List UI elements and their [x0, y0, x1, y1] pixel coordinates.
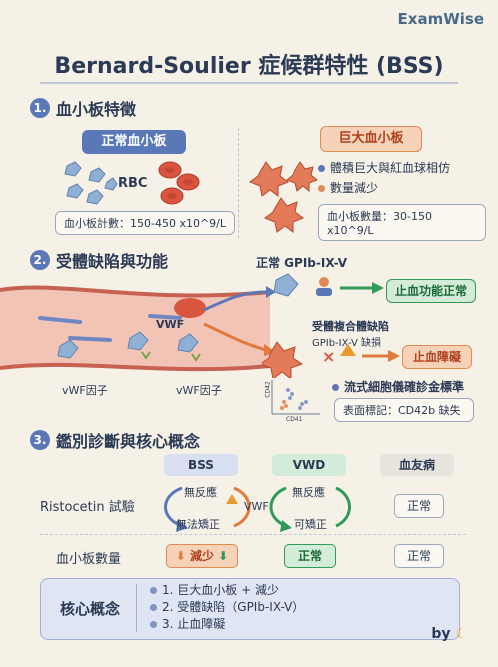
section-title: 受體缺陷與功能 [56, 252, 169, 271]
ristocetin-row-label: Ristocetin 試驗 [40, 500, 135, 515]
vwd-count: 正常 [284, 544, 336, 568]
core-item: 1. 巨大血小板 + 減少 [150, 582, 304, 599]
section-title: 血小板特徵 [56, 100, 137, 119]
page-title: Bernard-Soulier 症候群特性 (BSS) [54, 54, 444, 79]
core-item-text: 3. 止血障礙 [162, 617, 226, 631]
rbc-icon [158, 161, 200, 205]
normal-receptor-label: 正常 GPIb-IX-V [256, 256, 347, 270]
bss-count: ⬇ 減少 ⬇ [166, 544, 238, 568]
giant-bullets: 體積巨大與紅血球相仿 數量減少 [318, 158, 450, 198]
by-text: by [431, 626, 451, 642]
vwf-factor-label-a: vWF因子 [62, 384, 108, 397]
bullet-text: 數量減少 [330, 181, 379, 195]
hemophilia-ristocetin: 正常 [394, 494, 444, 518]
core-item: 2. 受體缺陷（GPIb-IX-V） [150, 599, 304, 616]
col-vwd: VWD [272, 454, 346, 476]
row-divider [40, 534, 466, 535]
section-title: 鑑別診斷與核心概念 [56, 432, 201, 451]
flow-y-label: CD42 [264, 381, 272, 398]
flow-cytometry-note: 流式細胞儀確診金標準 [332, 378, 464, 395]
bullet-text: 體積巨大與紅血球相仿 [330, 161, 451, 175]
core-divider [136, 584, 137, 632]
bullet-dot [318, 165, 325, 172]
down-arrow-icon: ⬇ [218, 549, 229, 563]
down-arrow-icon: ⬇ [175, 549, 186, 563]
surface-marker-box: 表面標記：CD42b 缺失 [334, 398, 474, 422]
bullet-dot [150, 621, 157, 628]
vwd-ristocetin-top: 無反應 [292, 486, 325, 499]
bullet-dot [332, 384, 339, 391]
platelet-count-row-label: 血小板數量 [56, 552, 122, 567]
core-item-text: 1. 巨大血小板 + 減少 [162, 583, 279, 597]
blood-vessel-illustration [0, 285, 270, 372]
vwf-factor-label-b: vWF因子 [176, 384, 222, 397]
normal-count-box: 血小板計數：150-450 x10^9/L [55, 211, 235, 235]
bss-count-text: 減少 [189, 549, 214, 563]
core-item-text: 2. 受體缺陷（GPIb-IX-V） [162, 600, 305, 614]
hemophilia-count: 正常 [394, 544, 444, 568]
flow-text: 流式細胞儀確診金標準 [344, 380, 465, 394]
col-bss: BSS [164, 454, 238, 476]
bullet-dot [150, 587, 157, 594]
core-concept-label: 核心概念 [60, 600, 121, 618]
normal-platelets-illustration [64, 161, 118, 205]
section-2-heading: 2. 受體缺陷與功能 [30, 248, 168, 272]
core-concept-list: 1. 巨大血小板 + 減少 2. 受體缺陷（GPIb-IX-V） 3. 止血障礙 [150, 582, 304, 633]
defect-path: × [262, 341, 400, 378]
vwf-correction-label: VWF [244, 500, 269, 513]
giant-platelets-illustration [248, 161, 318, 233]
defect-sub-label: GPIb-IX-V 缺損 [312, 338, 382, 349]
section-3-heading: 3. 鑑別診斷與核心概念 [30, 428, 200, 452]
bullet-size: 體積巨大與紅血球相仿 [318, 158, 450, 178]
vwd-ristocetin-bottom: 可矯正 [294, 518, 327, 531]
bullet-dot [318, 185, 325, 192]
section-number: 1. [30, 98, 50, 118]
core-item: 3. 止血障礙 [150, 616, 304, 633]
normal-hemostasis-result: 止血功能正常 [386, 279, 476, 303]
core-concept-box [40, 578, 460, 640]
giant-count-box: 血小板數量：30-150 x10^9/L [318, 204, 486, 241]
bullet-count: 數量減少 [318, 178, 450, 198]
brand-logo: ExamWise [397, 10, 484, 28]
section-number: 2. [30, 250, 50, 270]
section-number: 3. [30, 430, 50, 450]
bullet-dot [150, 604, 157, 611]
banana-icon: ☾ [455, 626, 468, 642]
defect-label: 受體複合體缺陷 [312, 320, 389, 333]
section-divider [238, 128, 239, 238]
hemostasis-defect-result: 止血障礙 [402, 345, 472, 369]
author-credit: by ☾ [431, 626, 468, 642]
rbc-label: RBC [118, 176, 148, 191]
normal-platelet-label: 正常血小板 [82, 130, 186, 154]
title-divider [40, 82, 458, 84]
flow-x-label: CD41 [286, 416, 303, 423]
normal-receptor-path [273, 273, 384, 297]
ristocetin-cycle-arrows [164, 486, 351, 532]
vwf-label: VWF [156, 318, 185, 331]
bss-ristocetin-top: 無反應 [184, 486, 217, 499]
svg-text:×: × [322, 347, 335, 366]
flow-cytometry-plot [271, 380, 320, 415]
col-hemophilia: 血友病 [380, 454, 454, 476]
bss-ristocetin-bottom: 無法矯正 [176, 518, 220, 531]
giant-platelet-label: 巨大血小板 [320, 126, 422, 152]
section-1-heading: 1. 血小板特徵 [30, 96, 136, 120]
